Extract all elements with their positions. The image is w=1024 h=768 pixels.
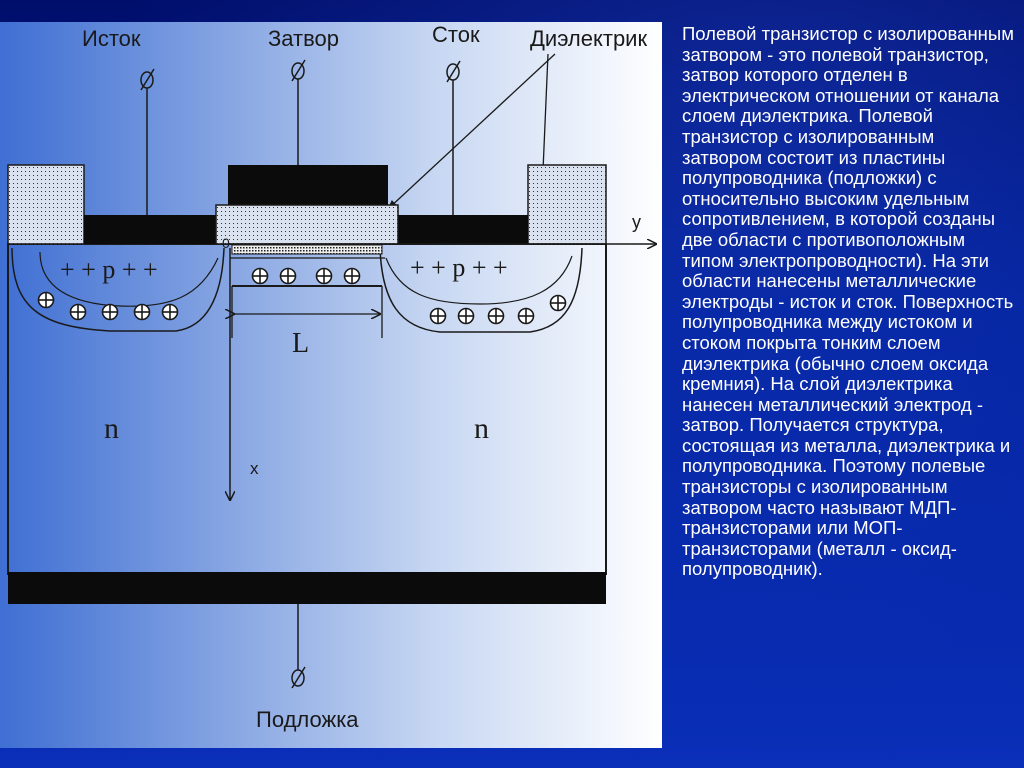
gate-terminal (291, 59, 306, 165)
charge-symbol (517, 307, 535, 325)
n-region-right-label: n (474, 412, 489, 445)
dielectric-label: Диэлектрик (530, 26, 647, 51)
p-region-right-inner (385, 255, 573, 305)
p-region-left-label: + + p + + (60, 255, 158, 284)
charge-symbol (457, 307, 475, 325)
charge-symbol (549, 294, 567, 312)
drain-electrode (398, 215, 528, 244)
charge-symbol (161, 303, 179, 321)
charge-symbol (133, 303, 151, 321)
origin-label: 0 (222, 235, 230, 251)
n-region-left-label: n (104, 412, 119, 445)
source-contact (7, 164, 85, 245)
charge-symbol (69, 303, 87, 321)
length-label: L (292, 328, 309, 359)
transistor-diagram: Исток Затвор Сток Диэлектрик (0, 22, 662, 748)
charge-symbol (251, 267, 269, 285)
channel-strip (231, 244, 383, 255)
charge-symbol (343, 267, 361, 285)
p-region-right-label: + + p + + (410, 253, 508, 282)
drain-contact (527, 164, 607, 245)
substrate-terminal (291, 666, 306, 689)
transistor-diagram-svg: Исток Затвор Сток Диэлектрик (7, 22, 662, 732)
p-region-left-outer (11, 247, 225, 332)
gate-label: Затвор (268, 26, 339, 51)
dielectric-layer (215, 204, 399, 245)
substrate-body (7, 243, 607, 575)
charge-symbol (315, 267, 333, 285)
drain-label: Сток (432, 22, 480, 47)
charge-symbols (37, 267, 567, 325)
substrate-electrode (8, 572, 606, 604)
gate-electrode (228, 165, 388, 205)
source-electrode (84, 215, 216, 244)
charge-symbol (101, 303, 119, 321)
description-text: Полевой транзистор с изолированным затво… (682, 23, 1014, 580)
charge-symbol (279, 267, 297, 285)
source-terminal (140, 68, 155, 215)
p-region-right-outer (379, 247, 583, 333)
charge-symbol (37, 291, 55, 309)
drain-terminal (446, 60, 461, 215)
charge-symbol (487, 307, 505, 325)
x-axis-label: x (250, 459, 259, 478)
substrate-label: Подложка (256, 707, 359, 732)
p-region-left-inner (39, 251, 219, 307)
y-axis-label: y (632, 212, 641, 232)
source-label: Исток (82, 26, 141, 51)
charge-symbol (429, 307, 447, 325)
